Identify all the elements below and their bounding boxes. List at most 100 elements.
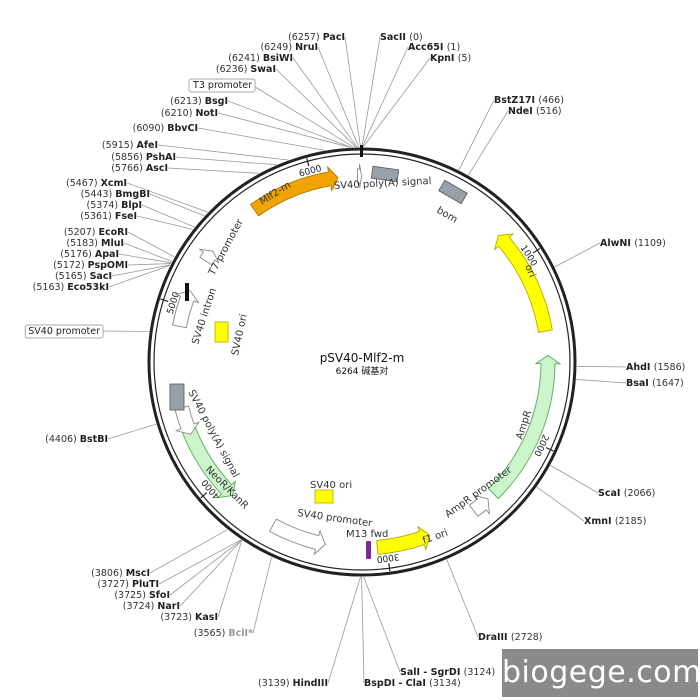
enzyme-name: FseI: [115, 211, 137, 222]
sv40-ori-box-inner: [214, 321, 229, 343]
enzyme-label: BspDI - ClaI (3134): [364, 678, 461, 689]
enzyme-name: BsgI: [205, 96, 228, 107]
enzyme-label: (3806) MscI: [91, 568, 150, 579]
enzyme-leader-line: [227, 100, 352, 148]
enzyme-name: ApaI: [95, 249, 119, 260]
feature-callout-box: [188, 78, 256, 93]
enzyme-label: (6090) BbvCI: [133, 123, 198, 134]
enzyme-position: (3565): [194, 628, 229, 639]
enzyme-name: XmnI: [584, 516, 615, 527]
enzyme-leader-line: [217, 540, 243, 618]
enzyme-name: BspDI - ClaI: [364, 678, 429, 689]
enzyme-position: (5766): [111, 163, 146, 174]
enzyme-leader-line: [361, 576, 365, 684]
m13-fwd-label: M13 fwd: [346, 529, 388, 540]
enzyme-leader-line: [149, 529, 228, 574]
enzyme-leader-line: [550, 465, 599, 494]
enzyme-position: (5443): [81, 189, 116, 200]
plasmid-size: 6264 碱基对: [336, 365, 389, 377]
sv40-promoter-inner-label: SV40 promoter: [297, 508, 374, 530]
enzyme-name: KpnI: [430, 53, 458, 64]
feature-arrow: [356, 163, 363, 189]
enzyme-label: BsaI (1647): [626, 378, 684, 389]
f1-ori-arrow: [376, 525, 431, 555]
enzyme-position: (6257): [288, 32, 323, 43]
enzyme-leader-line: [197, 127, 325, 151]
enzyme-name: BmgBI: [115, 189, 150, 200]
enzyme-leader-line: [361, 46, 409, 148]
enzyme-position: (1586): [654, 362, 686, 373]
enzyme-leader-line: [362, 57, 431, 148]
enzyme-position: (5): [458, 53, 471, 64]
enzyme-leader-line: [136, 215, 193, 230]
enzyme-label: (6257) PacI: [288, 32, 345, 43]
enzyme-leader-line: [554, 242, 601, 268]
bom-label: bom: [435, 205, 460, 226]
enzyme-label: (5766) AscI: [111, 163, 168, 174]
enzyme-label: XmnI (2185): [584, 516, 646, 527]
enzyme-position: (6249): [260, 42, 295, 53]
feature-callout-name: T3 promoter: [192, 80, 252, 91]
enzyme-position: (3124): [464, 667, 496, 678]
feature-callout-box: [24, 324, 104, 339]
enzyme-position: (5856): [111, 152, 146, 163]
enzyme-name: BlpI: [121, 200, 142, 211]
enzyme-position: (5165): [55, 271, 90, 282]
enzyme-leader-line: [361, 36, 381, 148]
enzyme-leader-line: [157, 144, 289, 161]
enzyme-position: (5915): [102, 140, 137, 151]
enzyme-label: (5467) XcmI: [66, 178, 127, 189]
m13-fwd-marker: [366, 541, 371, 559]
enzyme-name: ScaI: [598, 488, 624, 499]
enzyme-position: (5183): [66, 238, 101, 249]
enzyme-label: (5165) SacI: [55, 271, 112, 282]
tick-mark: [545, 447, 554, 452]
enzyme-position: (5374): [87, 200, 122, 211]
enzyme-label: (6249) NruI: [260, 42, 318, 53]
enzyme-leader-line: [317, 46, 360, 148]
origin-marker: [360, 145, 363, 157]
enzyme-leader-line: [167, 167, 260, 174]
enzyme-leader-line: [111, 264, 171, 277]
enzyme-leader-line: [158, 539, 242, 585]
enzyme-position: (6241): [228, 53, 263, 64]
enzyme-name: PluTI: [132, 579, 159, 590]
enzyme-name: SacI: [90, 271, 112, 282]
bom-box: [438, 179, 468, 205]
feature-arrow: [174, 405, 200, 435]
enzyme-position: (3139): [258, 678, 293, 689]
enzyme-position: (2066): [624, 488, 656, 499]
enzyme-leader-line: [251, 84, 354, 148]
f1-ori-label: f1 ori: [421, 528, 449, 547]
enzyme-label: (5176) ApaI: [60, 249, 119, 260]
enzyme-name: BclI*: [228, 628, 253, 639]
enzyme-label: (5361) FseI: [80, 211, 137, 222]
tick-mark: [200, 492, 208, 499]
enzyme-label: (5443) BmgBI: [81, 189, 150, 200]
enzyme-leader-line: [118, 253, 172, 264]
enzyme-name: DraIII: [478, 632, 511, 643]
enzyme-name: NdeI: [508, 106, 536, 117]
enzyme-name: NruI: [295, 42, 318, 53]
enzyme-name: AhdI: [626, 362, 654, 373]
enzyme-label: DraIII (2728): [478, 632, 543, 643]
enzyme-name: SalI - SgrDI: [400, 667, 464, 678]
enzyme-label: SacII (0): [380, 32, 423, 43]
enzyme-name: BstBI: [80, 434, 108, 445]
enzyme-position: (6213): [170, 96, 205, 107]
feature-arrow: [199, 248, 220, 266]
ampr-arrow: [487, 354, 562, 500]
enzyme-name: NarI: [157, 601, 180, 612]
enzyme-label: (4406) BstBI: [45, 434, 108, 445]
enzyme-label: (5183) MluI: [66, 238, 124, 249]
enzyme-name: BbvCI: [167, 123, 198, 134]
enzyme-position: (466): [538, 95, 564, 106]
enzyme-position: (5361): [80, 211, 115, 222]
enzyme-label: (6213) BsgI: [170, 96, 228, 107]
enzyme-leader-line: [536, 486, 585, 522]
enzyme-name: NotI: [195, 108, 218, 119]
enzyme-name: PacI: [323, 32, 345, 43]
enzyme-label: SV40 promoter: [28, 326, 100, 337]
enzyme-label: SalI - SgrDI (3124): [400, 667, 495, 678]
